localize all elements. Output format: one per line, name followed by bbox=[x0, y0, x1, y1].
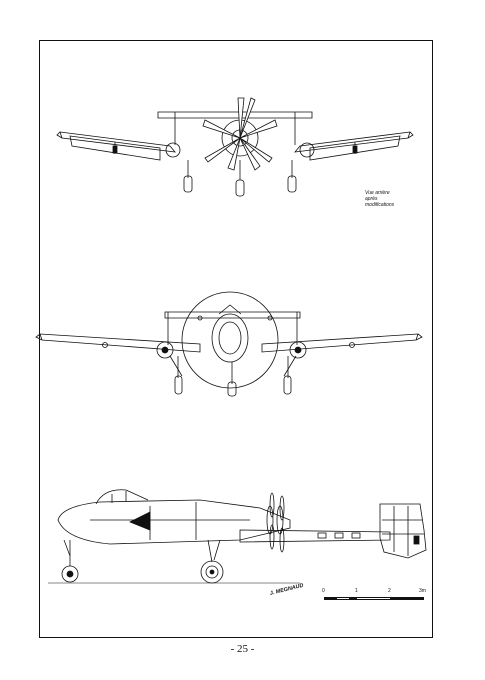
caption-line-1: Vue arrière bbox=[365, 190, 390, 196]
scale-label-0: 0 bbox=[322, 588, 325, 594]
caption-line-3: modifications bbox=[365, 202, 395, 208]
scale-bar-graphic bbox=[324, 597, 424, 600]
scale-label-3: 3m bbox=[419, 588, 426, 594]
rear-view-drawing bbox=[56, 97, 414, 197]
scale-label-2: 2 bbox=[388, 588, 391, 594]
scale-bar: 0 1 2 3m bbox=[322, 588, 432, 612]
page-number: - 25 - bbox=[230, 643, 255, 655]
rear-view-caption: Vue arrière après modifications bbox=[365, 190, 394, 208]
front-view-drawing bbox=[35, 291, 423, 397]
side-view-drawing bbox=[48, 489, 427, 584]
caption-line-2: après bbox=[365, 196, 378, 202]
scale-label-1: 1 bbox=[355, 588, 358, 594]
